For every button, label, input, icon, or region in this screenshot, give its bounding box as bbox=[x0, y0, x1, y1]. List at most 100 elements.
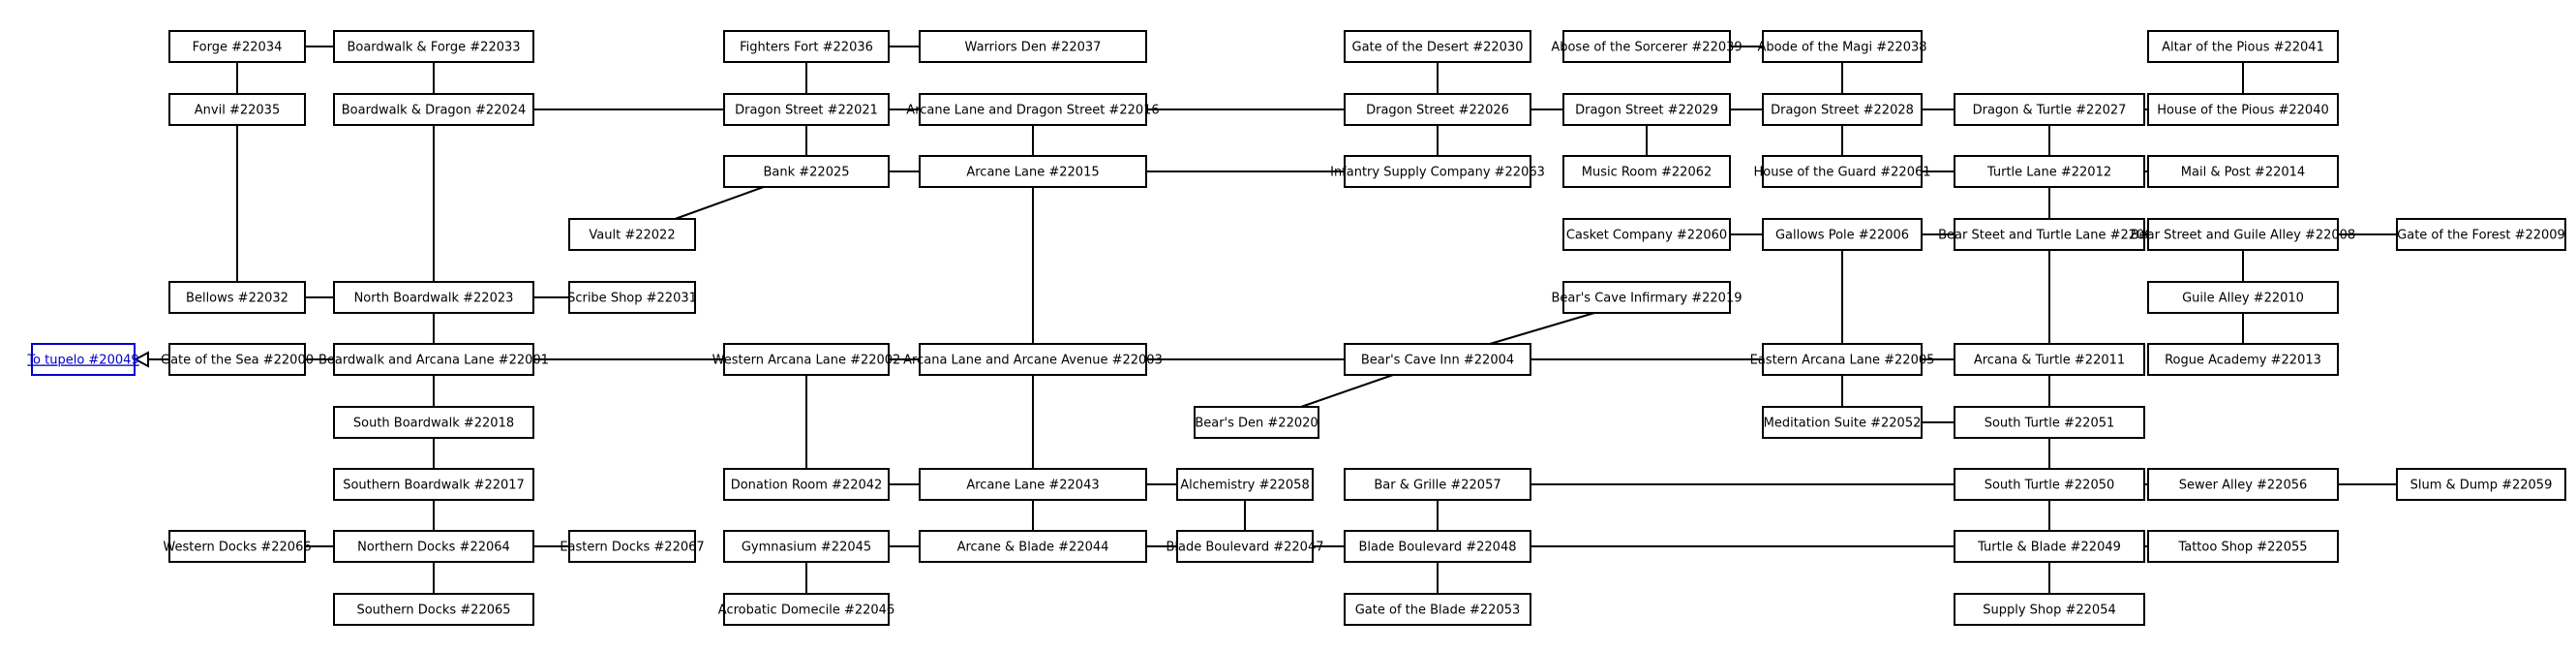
room-22048: Blade Boulevard #22048 bbox=[1344, 530, 1531, 563]
room-label: Slum & Dump #22059 bbox=[2410, 479, 2553, 493]
room-label: Vault #22022 bbox=[589, 229, 675, 243]
room-label: Dragon Street #22026 bbox=[1366, 104, 1509, 118]
room-22046: Acrobatic Domecile #22046 bbox=[718, 593, 894, 626]
room-label: Arcane Lane #22043 bbox=[966, 479, 1099, 493]
room-22065: Southern Docks #22065 bbox=[333, 593, 534, 626]
room-22051: South Turtle #22051 bbox=[1954, 406, 2145, 439]
room-22050: South Turtle #22050 bbox=[1954, 468, 2145, 501]
room-label: Arcana Lane and Arcane Avenue #22003 bbox=[903, 354, 1163, 368]
room-22006: Gallows Pole #22006 bbox=[1762, 218, 1923, 251]
room-box bbox=[2396, 218, 2566, 251]
room-box bbox=[333, 30, 534, 63]
room-box bbox=[1762, 155, 1923, 188]
room-label: Infantry Supply Company #22063 bbox=[1330, 166, 1545, 180]
room-22038: Abode of the Magi #22038 bbox=[1757, 30, 1927, 63]
room-box bbox=[1344, 30, 1531, 63]
room-box bbox=[568, 530, 696, 563]
room-box bbox=[1344, 530, 1531, 563]
room-box bbox=[333, 281, 534, 314]
map-connections bbox=[133, 46, 2397, 594]
room-22012: Turtle Lane #22012 bbox=[1954, 155, 2145, 188]
room-22034: Forge #22034 bbox=[168, 30, 306, 63]
room-box bbox=[333, 406, 534, 439]
room-22045: Gymnasium #22045 bbox=[723, 530, 890, 563]
room-22025: Bank #22025 bbox=[723, 155, 890, 188]
room-box bbox=[1562, 281, 1731, 314]
room-label: Western Docks #22066 bbox=[163, 541, 311, 555]
room-label: Southern Docks #22065 bbox=[356, 604, 510, 618]
room-box bbox=[1954, 593, 2145, 626]
room-22040: House of the Pious #22040 bbox=[2147, 93, 2339, 126]
room-box bbox=[723, 93, 890, 126]
room-label: Dragon Street #22021 bbox=[735, 104, 878, 118]
room-label: Western Arcana Lane #22002 bbox=[712, 354, 901, 368]
room-22057: Bar & Grille #22057 bbox=[1344, 468, 1531, 501]
room-box bbox=[1954, 218, 2145, 251]
room-22013: Rogue Academy #22013 bbox=[2147, 343, 2339, 376]
room-box bbox=[723, 155, 890, 188]
room-label: Fighters Fort #22036 bbox=[740, 41, 873, 55]
room-box bbox=[1344, 155, 1531, 188]
room-22029: Dragon Street #22029 bbox=[1562, 93, 1731, 126]
room-label: Casket Company #22060 bbox=[1566, 229, 1727, 243]
room-22030: Gate of the Desert #22030 bbox=[1344, 30, 1531, 63]
room-box bbox=[2147, 30, 2339, 63]
room-22003: Arcana Lane and Arcane Avenue #22003 bbox=[903, 343, 1163, 376]
room-22049: Turtle & Blade #22049 bbox=[1954, 530, 2145, 563]
room-box bbox=[723, 468, 890, 501]
room-label: Blade Boulevard #22047 bbox=[1166, 541, 1323, 555]
room-box bbox=[1344, 468, 1531, 501]
room-label: Abose of the Sorcerer #22039 bbox=[1551, 41, 1742, 55]
room-box bbox=[1954, 530, 2145, 563]
room-22032: Bellows #22032 bbox=[168, 281, 306, 314]
room-box bbox=[723, 343, 890, 376]
room-box bbox=[1562, 155, 1731, 188]
room-label: Bear Street and Guile Alley #22008 bbox=[2131, 229, 2355, 243]
room-label: Northern Docks #22064 bbox=[357, 541, 510, 555]
room-box bbox=[333, 468, 534, 501]
room-22021: Dragon Street #22021 bbox=[723, 93, 890, 126]
room-22010: Guile Alley #22010 bbox=[2147, 281, 2339, 314]
room-box bbox=[723, 530, 890, 563]
room-label: Gallows Pole #22006 bbox=[1775, 229, 1909, 243]
room-label: Eastern Docks #22067 bbox=[560, 541, 704, 555]
room-label: Acrobatic Domecile #22046 bbox=[718, 604, 894, 618]
room-label: Mail & Post #22014 bbox=[2181, 166, 2305, 180]
room-22044: Arcane & Blade #22044 bbox=[919, 530, 1147, 563]
room-label: Gate of the Desert #22030 bbox=[1352, 41, 1524, 55]
room-22023: North Boardwalk #22023 bbox=[333, 281, 534, 314]
room-box bbox=[2147, 281, 2339, 314]
room-22039: Abose of the Sorcerer #22039 bbox=[1551, 30, 1743, 63]
room-22000: Gate of the Sea #22000 bbox=[161, 343, 314, 376]
room-box bbox=[333, 93, 534, 126]
room-box bbox=[1562, 218, 1731, 251]
connection-22025-22022 bbox=[674, 186, 765, 220]
room-box bbox=[1762, 406, 1923, 439]
exit-arrowhead bbox=[133, 351, 149, 368]
exit-link-tupelo[interactable]: To tupelo #20049 bbox=[26, 343, 139, 376]
room-22005: Eastern Arcana Lane #22005 bbox=[1750, 343, 1934, 376]
room-22062: Music Room #22062 bbox=[1562, 155, 1731, 188]
room-label: Gate of the Blade #22053 bbox=[1355, 604, 1521, 618]
room-box bbox=[1194, 406, 1319, 439]
room-22059: Slum & Dump #22059 bbox=[2396, 468, 2566, 501]
room-box bbox=[1954, 343, 2145, 376]
room-22043: Arcane Lane #22043 bbox=[919, 468, 1147, 501]
room-box bbox=[1954, 468, 2145, 501]
room-22007: Bear Steet and Turtle Lane #22007 bbox=[1938, 218, 2161, 251]
room-label: Gate of the Forest #22009 bbox=[2397, 229, 2565, 243]
room-label: South Turtle #22050 bbox=[1985, 479, 2115, 493]
room-22052: Meditation Suite #22052 bbox=[1762, 406, 1923, 439]
room-22041: Altar of the Pious #22041 bbox=[2147, 30, 2339, 63]
room-label: Bank #22025 bbox=[763, 166, 849, 180]
room-label: Supply Shop #22054 bbox=[1983, 604, 2116, 618]
room-label: North Boardwalk #22023 bbox=[354, 292, 514, 306]
room-label: To tupelo #20049 bbox=[26, 354, 138, 368]
room-box bbox=[333, 593, 534, 626]
room-22056: Sewer Alley #22056 bbox=[2147, 468, 2339, 501]
room-22001: Boardwalk and Arcana Lane #22001 bbox=[318, 343, 549, 376]
room-label: Bear's Cave Inn #22004 bbox=[1361, 354, 1514, 368]
room-box bbox=[1562, 93, 1731, 126]
room-22066: Western Docks #22066 bbox=[163, 530, 312, 563]
